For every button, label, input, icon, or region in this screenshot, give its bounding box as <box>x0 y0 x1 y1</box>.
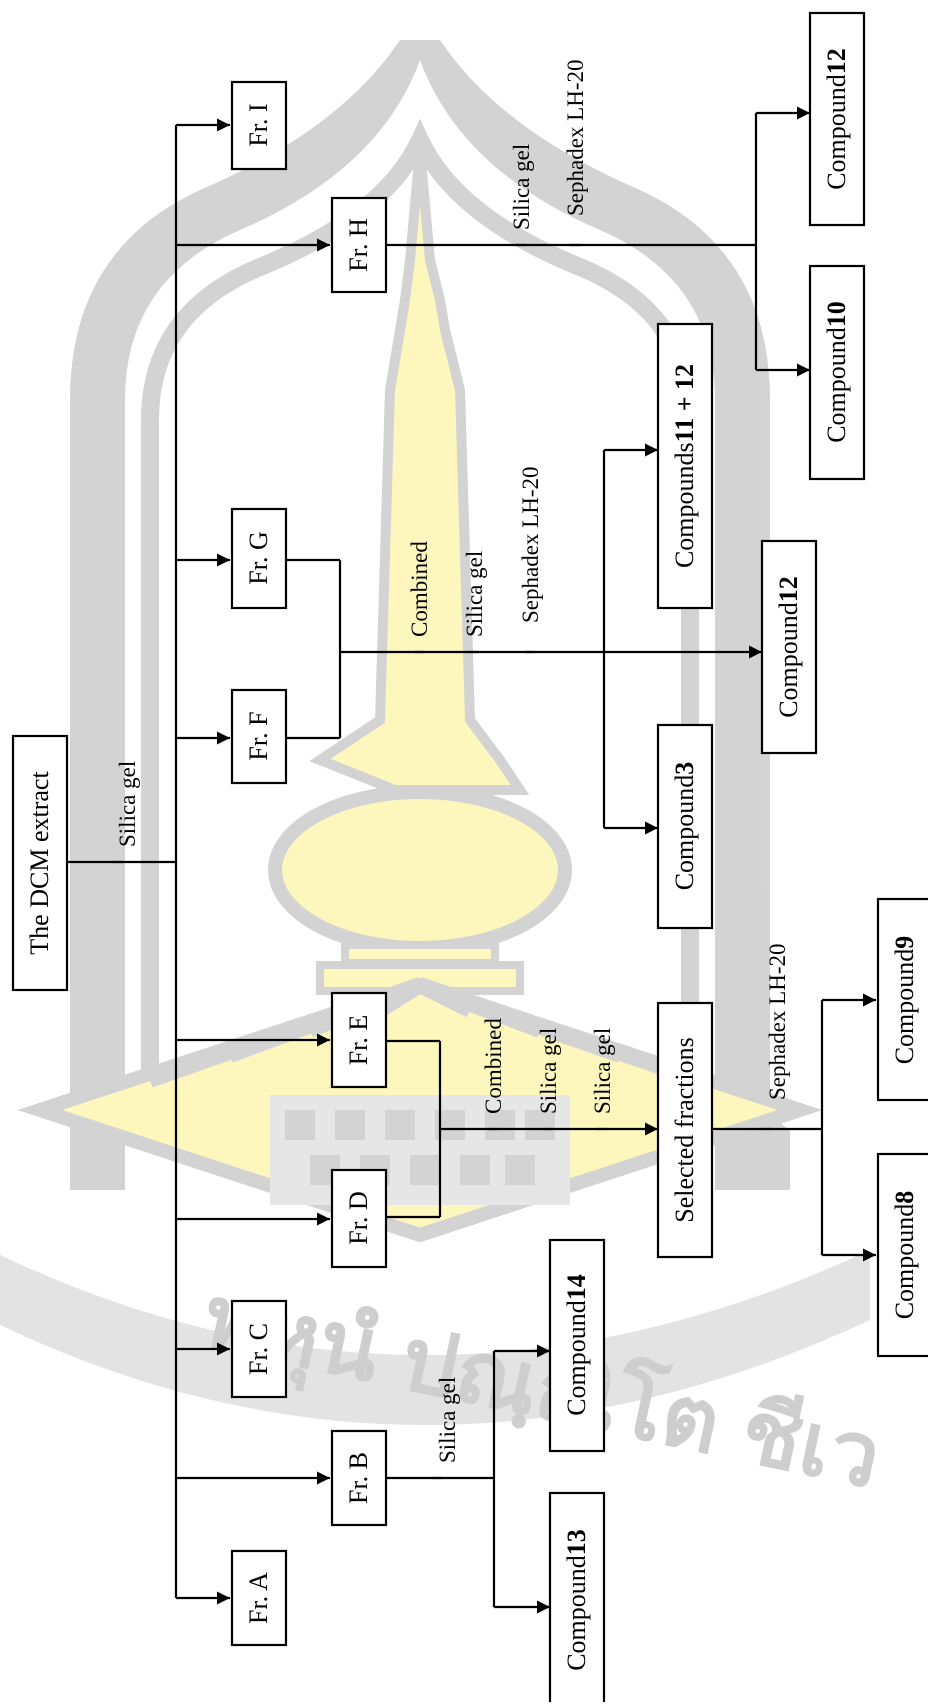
step-main-silica-gel: Silica gel <box>115 707 141 847</box>
step-frb-silica-gel: Silica gel <box>435 1323 461 1463</box>
fr-f-label: Fr. F <box>244 691 274 781</box>
compound-8-prefix: Compound <box>890 1204 920 1320</box>
compound-9-number: 9 <box>890 936 920 949</box>
compounds-11-12-label: Compounds 11 + 12 <box>670 326 700 606</box>
compound-12-mid-prefix: Compound <box>774 602 804 718</box>
step-fg-sephadex: Sephadex LH-20 <box>518 423 544 623</box>
compound-12-top-number: 12 <box>822 48 852 74</box>
compounds-11-12-number: 11 + 12 <box>670 364 700 442</box>
compound-13-number: 13 <box>562 1529 592 1555</box>
compound-12-mid-label: Compound 12 <box>774 542 804 752</box>
step-fg-silica-gel: Silica gel <box>462 497 488 637</box>
step-de-silica-gel-2: Silica gel <box>590 974 616 1114</box>
compound-10-label: Compound 10 <box>822 267 852 477</box>
compound-12-mid-number: 12 <box>774 576 804 602</box>
compound-3-label: Compound 3 <box>670 726 700 926</box>
compound-13-label: Compound 13 <box>562 1495 592 1705</box>
compound-10-prefix: Compound <box>822 327 852 443</box>
fr-h-label: Fr. H <box>344 200 374 290</box>
compound-9-label: Compound 9 <box>890 900 920 1100</box>
compound-14-number: 14 <box>562 1274 592 1300</box>
step-selected-sephadex: Sephadex LH-20 <box>765 900 791 1100</box>
step-frh-silica-gel: Silica gel <box>509 90 535 230</box>
step-de-silica-gel-1: Silica gel <box>536 974 562 1114</box>
step-frh-sephadex: Sephadex LH-20 <box>563 16 589 216</box>
fr-e-label: Fr. E <box>344 995 374 1085</box>
compound-3-number: 3 <box>670 762 700 775</box>
compound-14-label: Compound 14 <box>562 1240 592 1450</box>
fr-d-label: Fr. D <box>344 1173 374 1263</box>
compound-8-label: Compound 8 <box>890 1155 920 1355</box>
selected-fractions-label: Selected fractions <box>670 1005 700 1255</box>
compound-3-prefix: Compound <box>670 775 700 891</box>
fr-a-label: Fr. A <box>244 1553 274 1643</box>
compound-13-prefix: Compound <box>562 1555 592 1671</box>
compound-12-top-label: Compound 12 <box>822 14 852 224</box>
fr-c-label: Fr. C <box>244 1304 274 1394</box>
compound-10-number: 10 <box>822 301 852 327</box>
compound-12-top-prefix: Compound <box>822 74 852 190</box>
compound-14-prefix: Compound <box>562 1300 592 1416</box>
compounds-11-12-prefix: Compounds <box>670 442 700 568</box>
compound-8-number: 8 <box>890 1191 920 1204</box>
fr-g-label: Fr. G <box>244 513 274 603</box>
step-de-combined: Combined <box>481 974 507 1114</box>
fr-b-label: Fr. B <box>344 1433 374 1523</box>
step-fg-combined: Combined <box>407 497 433 637</box>
fr-i-label: Fr. I <box>244 80 274 170</box>
compound-9-prefix: Compound <box>890 949 920 1065</box>
dcm-extract-label: The DCM extract <box>25 736 55 990</box>
